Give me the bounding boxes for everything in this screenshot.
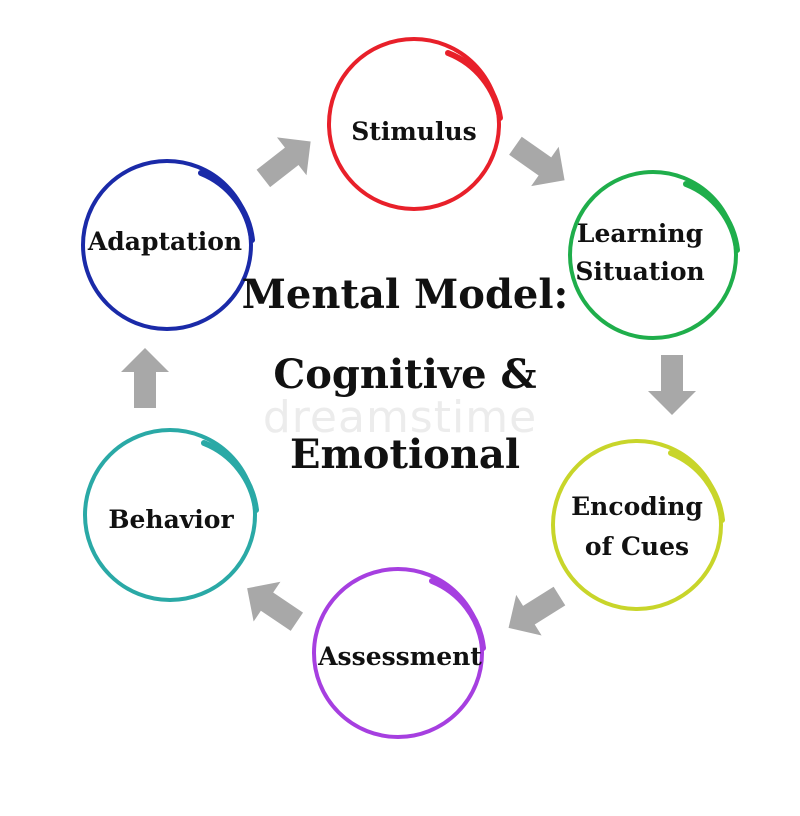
center-title-line3: Emotional: [290, 431, 520, 478]
arrow-stimulus-to-learning: [509, 136, 565, 187]
arrow-learning-to-encoding: [648, 355, 696, 415]
center-title-line2: Cognitive &: [273, 351, 536, 398]
node-behavior-ring: [83, 428, 257, 602]
arrow-assessment-to-behavior: [247, 581, 304, 631]
node-encoding-of-cues-label-line1: Encoding: [571, 492, 703, 521]
node-encoding-of-cues-label-line2: of Cues: [585, 532, 689, 561]
node-assessment: Assessment: [312, 567, 486, 739]
node-learning-situation-label-line2: Situation: [575, 257, 704, 286]
node-behavior: Behavior: [83, 428, 259, 602]
node-assessment-label: Assessment: [317, 642, 482, 671]
node-stimulus-ring: [327, 37, 501, 211]
arrow-behavior-to-adaptation: [121, 348, 169, 408]
node-encoding-of-cues-ring: [551, 439, 723, 611]
node-encoding-of-cues-ring-stroke: [668, 450, 725, 523]
node-stimulus-ring-stroke: [445, 50, 503, 121]
watermark-text: dreamstime: [263, 392, 537, 443]
node-adaptation-ring-stroke: [198, 170, 255, 243]
arrow-adaptation-to-stimulus: [256, 137, 311, 188]
node-adaptation-ring: [81, 159, 253, 331]
center-title-line1: Mental Model:: [242, 271, 569, 318]
node-stimulus: Stimulus: [327, 37, 503, 211]
node-behavior-ring-stroke: [201, 440, 259, 513]
node-encoding-of-cues: Encoding of Cues: [551, 439, 725, 611]
node-learning-situation: Learning Situation: [568, 170, 740, 340]
node-assessment-ring-stroke: [429, 578, 486, 651]
node-adaptation: Adaptation: [81, 159, 255, 331]
node-stimulus-label: Stimulus: [351, 117, 476, 146]
arrows-group: [121, 136, 696, 636]
node-behavior-label: Behavior: [108, 505, 234, 534]
arrow-encoding-to-assessment: [508, 586, 566, 636]
center-title: Mental Model: Cognitive & Emotional: [242, 271, 569, 478]
node-assessment-ring: [312, 567, 484, 739]
node-learning-situation-ring: [568, 170, 738, 340]
node-learning-situation-ring-stroke: [683, 181, 740, 253]
node-learning-situation-label-line1: Learning: [577, 219, 703, 248]
node-adaptation-label: Adaptation: [87, 227, 242, 256]
